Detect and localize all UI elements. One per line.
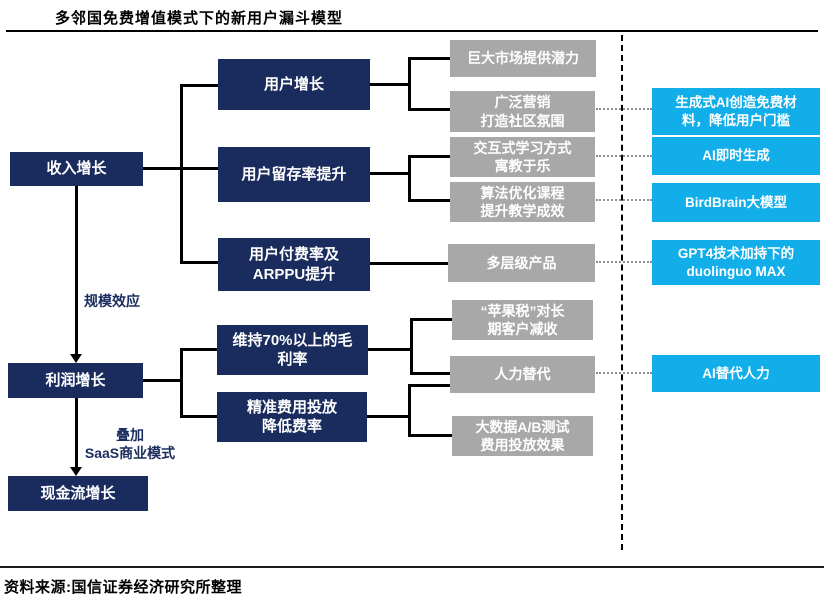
node-gen-ai-free-material: 生成式AI创造免费材 料，降低用户门槛 xyxy=(652,88,820,135)
connector xyxy=(408,384,411,437)
connector xyxy=(408,108,450,111)
node-retention: 用户留存率提升 xyxy=(218,147,370,202)
dotted-connector xyxy=(596,261,652,263)
dashed-divider xyxy=(621,35,623,550)
page-title: 多邻国免费增值模式下的新用户漏斗模型 xyxy=(55,10,344,27)
connector xyxy=(408,57,450,60)
connector xyxy=(408,57,411,110)
node-revenue-growth: 收入增长 xyxy=(10,152,143,186)
connector xyxy=(370,83,410,86)
node-human-replacement: 人力替代 xyxy=(450,356,595,393)
node-interactive-learning: 交互式学习方式 寓教于乐 xyxy=(450,137,595,177)
node-cashflow-growth: 现金流增长 xyxy=(8,476,148,511)
node-broad-marketing: 广泛营销 打造社区氛围 xyxy=(450,91,595,132)
dotted-connector xyxy=(596,199,652,201)
connector xyxy=(408,384,450,387)
connector xyxy=(180,415,217,418)
connector xyxy=(370,262,448,265)
edge-label-saas-overlay: 叠加 SaaS商业模式 xyxy=(84,427,176,461)
node-algorithm-course: 算法优化课程 提升教学成效 xyxy=(450,182,595,222)
connector xyxy=(180,84,218,87)
arrow-profit-to-cashflow-shaft xyxy=(75,398,78,468)
connector xyxy=(370,172,410,175)
connector xyxy=(180,348,217,351)
connector xyxy=(410,318,452,321)
connector xyxy=(368,348,412,351)
connector xyxy=(410,372,450,375)
edge-label-scale-effect: 规模效应 xyxy=(84,293,140,309)
connector xyxy=(367,415,410,418)
title-divider xyxy=(6,30,818,32)
arrow-down-icon xyxy=(70,467,82,476)
connector xyxy=(180,84,183,264)
arrow-down-icon xyxy=(70,354,82,363)
node-gross-margin: 维持70%以上的毛 利率 xyxy=(217,325,368,375)
connector xyxy=(180,261,218,264)
node-ai-instant-generation: AI即时生成 xyxy=(652,137,820,175)
connector xyxy=(408,155,411,202)
node-big-data-ab-test: 大数据A/B测试 费用投放效果 xyxy=(452,416,593,456)
node-apple-tax: “苹果税”对长 期客户减收 xyxy=(452,300,593,340)
node-profit-growth: 利润增长 xyxy=(8,363,143,398)
node-huge-market: 巨大市场提供潜力 xyxy=(450,40,596,77)
node-birdbrain-model: BirdBrain大模型 xyxy=(652,183,820,222)
node-expense-placement: 精准费用投放 降低费率 xyxy=(217,392,367,442)
connector xyxy=(408,199,450,202)
dotted-connector xyxy=(596,108,652,110)
connector xyxy=(410,318,413,375)
node-gpt4-duolingo-max: GPT4技术加持下的 duolinguo MAX xyxy=(652,240,820,285)
source-note: 资料来源:国信证券经济研究所整理 xyxy=(4,579,242,596)
node-payment-arppu: 用户付费率及 ARPPU提升 xyxy=(218,238,370,291)
connector xyxy=(408,434,452,437)
connector xyxy=(143,379,183,382)
arrow-revenue-to-profit-shaft xyxy=(75,186,78,355)
dotted-connector xyxy=(596,155,652,157)
connector xyxy=(408,155,450,158)
dotted-connector xyxy=(596,372,652,374)
connector xyxy=(180,348,183,418)
footer-divider xyxy=(0,566,824,568)
node-ai-replace-human: AI替代人力 xyxy=(652,355,820,392)
node-user-growth: 用户增长 xyxy=(218,59,370,110)
node-tiered-product: 多层级产品 xyxy=(448,244,595,282)
